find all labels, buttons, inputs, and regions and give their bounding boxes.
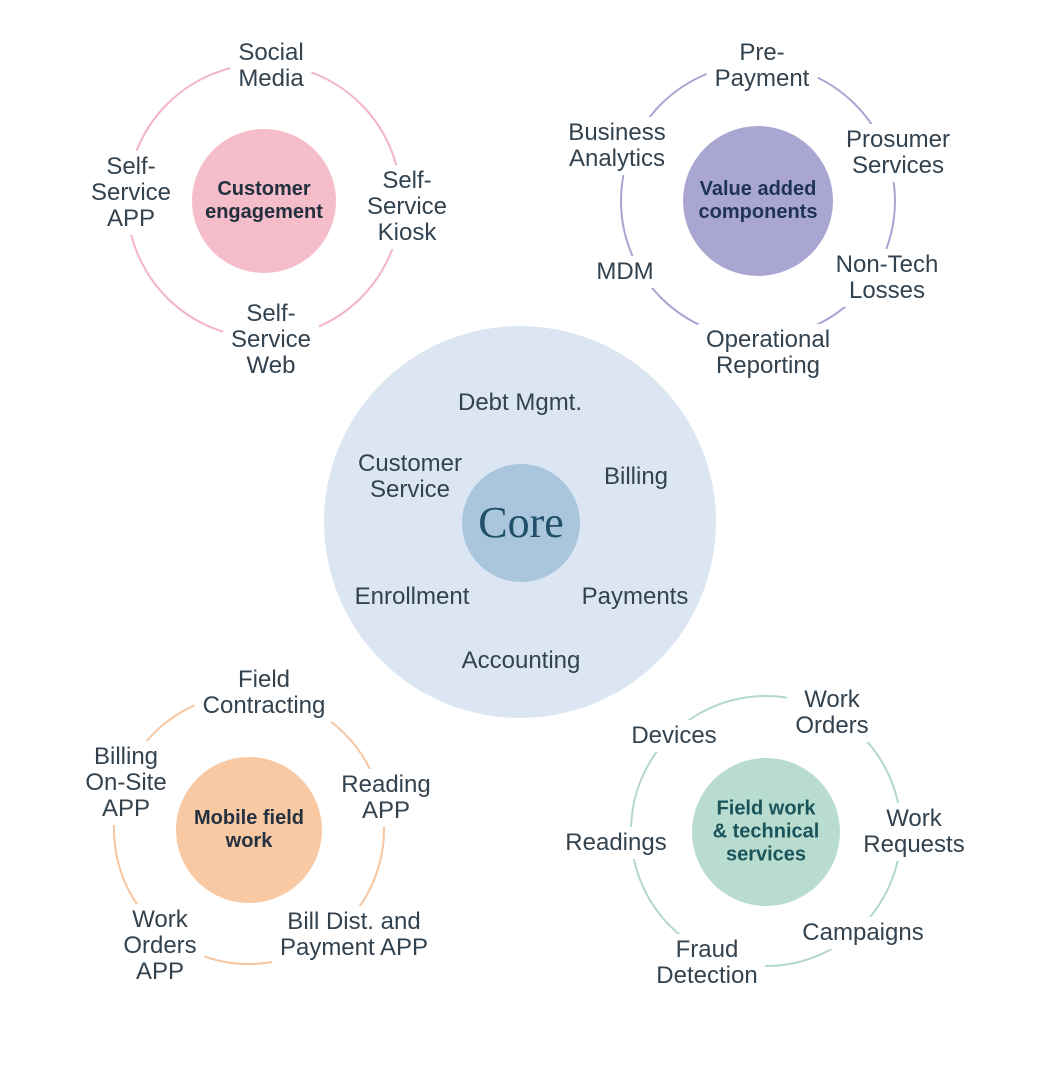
- satellite-bill-dist-payment-app: Bill Dist. and Payment APP: [271, 906, 437, 964]
- core-item-accounting: Accounting: [461, 647, 581, 674]
- satellite-work-orders-app: Work Orders APP: [115, 904, 205, 988]
- core-item-enrollment: Enrollment: [354, 583, 470, 610]
- satellite-business-analytics: Business Analytics: [560, 117, 674, 175]
- satellite-devices: Devices: [623, 720, 725, 752]
- core-inner-circle: [462, 464, 580, 582]
- satellite-readings: Readings: [557, 827, 675, 859]
- satellite-self-service-app: Self- Service APP: [82, 151, 180, 235]
- satellite-fraud-detection: Fraud Detection: [648, 934, 766, 992]
- core-item-billing: Billing: [603, 463, 669, 490]
- satellite-self-service-kiosk: Self- Service Kiosk: [358, 165, 456, 249]
- circle-mobile-field-work: [176, 757, 322, 903]
- satellite-operational-reporting: Operational Reporting: [697, 324, 839, 382]
- cluster-title-value-added-components: Value added components: [698, 178, 818, 223]
- satellite-prosumer-services: Prosumer Services: [837, 124, 959, 182]
- satellite-work-orders: Work Orders: [787, 684, 877, 742]
- satellite-mdm: MDM: [588, 256, 662, 288]
- satellite-pre-payment: Pre- Payment: [706, 37, 818, 95]
- satellite-billing-on-site-app: Billing On-Site APP: [77, 741, 175, 825]
- cluster-title-mobile-field-work: Mobile field work: [194, 807, 304, 852]
- satellite-self-service-web: Self- Service Web: [222, 298, 320, 382]
- core-item-customer-service: Customer Service: [357, 450, 463, 503]
- circle-field-work-technical-services: [692, 758, 840, 906]
- core-label: Core: [478, 498, 564, 547]
- satellite-social-media: Social Media: [230, 37, 312, 95]
- satellite-campaigns: Campaigns: [794, 917, 932, 949]
- cluster-title-field-work-technical-services: Field work & technical services: [712, 797, 820, 866]
- satellite-non-tech-losses: Non-Tech Losses: [827, 249, 947, 307]
- cluster-title-customer-engagement: Customer engagement: [205, 178, 323, 223]
- circle-customer-engagement: [192, 129, 336, 273]
- core-item-debt-mgmt: Debt Mgmt.: [457, 389, 583, 416]
- satellite-reading-app: Reading APP: [333, 769, 439, 827]
- core-item-payments: Payments: [581, 583, 689, 610]
- circle-value-added-components: [683, 126, 833, 276]
- satellite-work-requests: Work Requests: [855, 803, 973, 861]
- satellite-field-contracting: Field Contracting: [194, 664, 334, 722]
